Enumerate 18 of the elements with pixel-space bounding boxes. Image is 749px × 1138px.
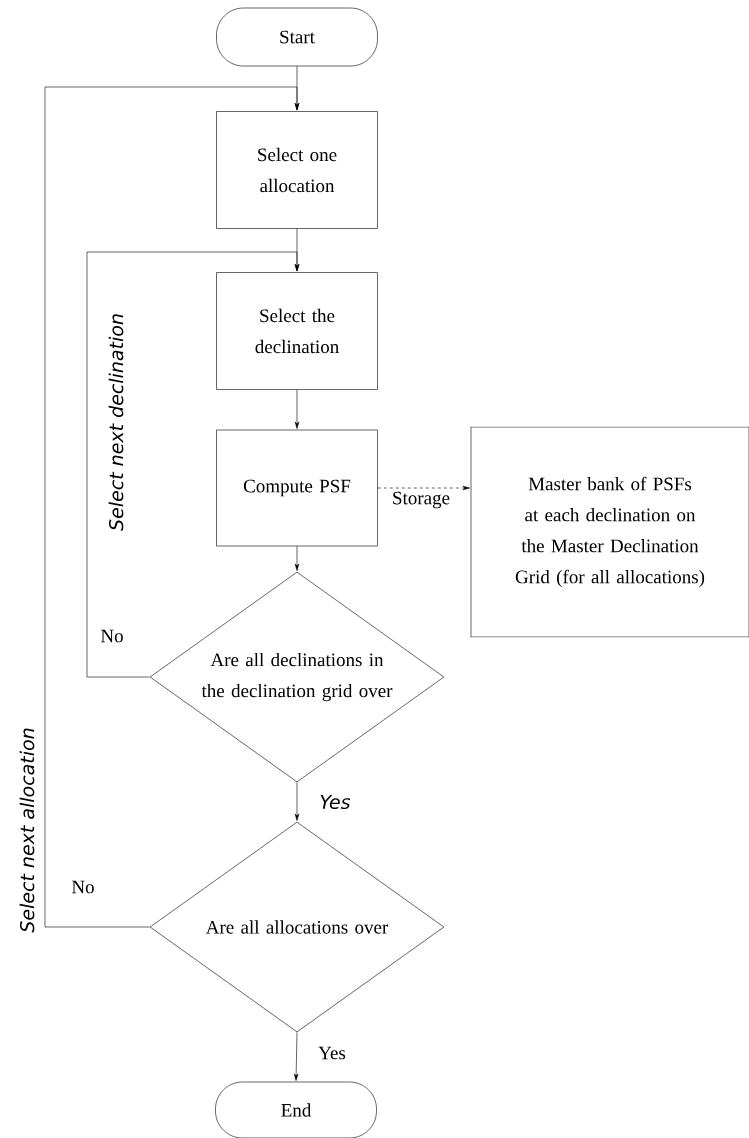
arrow	[86, 251, 300, 678]
arrow	[377, 485, 470, 491]
arrow	[294, 389, 300, 429]
arrow	[294, 546, 300, 571]
process-box: Select the declination	[216, 272, 378, 390]
edge-label: Yes	[318, 1046, 346, 1060]
edge-label: Storage	[393, 491, 450, 509]
arrow	[44, 86, 300, 928]
loop-label: Select next declination	[108, 314, 124, 531]
edge-label: Yes	[320, 794, 351, 810]
process-box: Select one allocation	[216, 111, 378, 229]
arrow	[294, 1032, 299, 1081]
edge-label: No	[71, 880, 94, 894]
process-box: Master bank of PSFs at each declination on the Master Declination Grid (for all allocations)	[470, 426, 749, 638]
process-box: Compute PSF	[216, 429, 378, 547]
edge-label: No	[100, 629, 123, 643]
loop-label: Select next allocation	[19, 728, 35, 933]
arrow	[294, 782, 300, 821]
